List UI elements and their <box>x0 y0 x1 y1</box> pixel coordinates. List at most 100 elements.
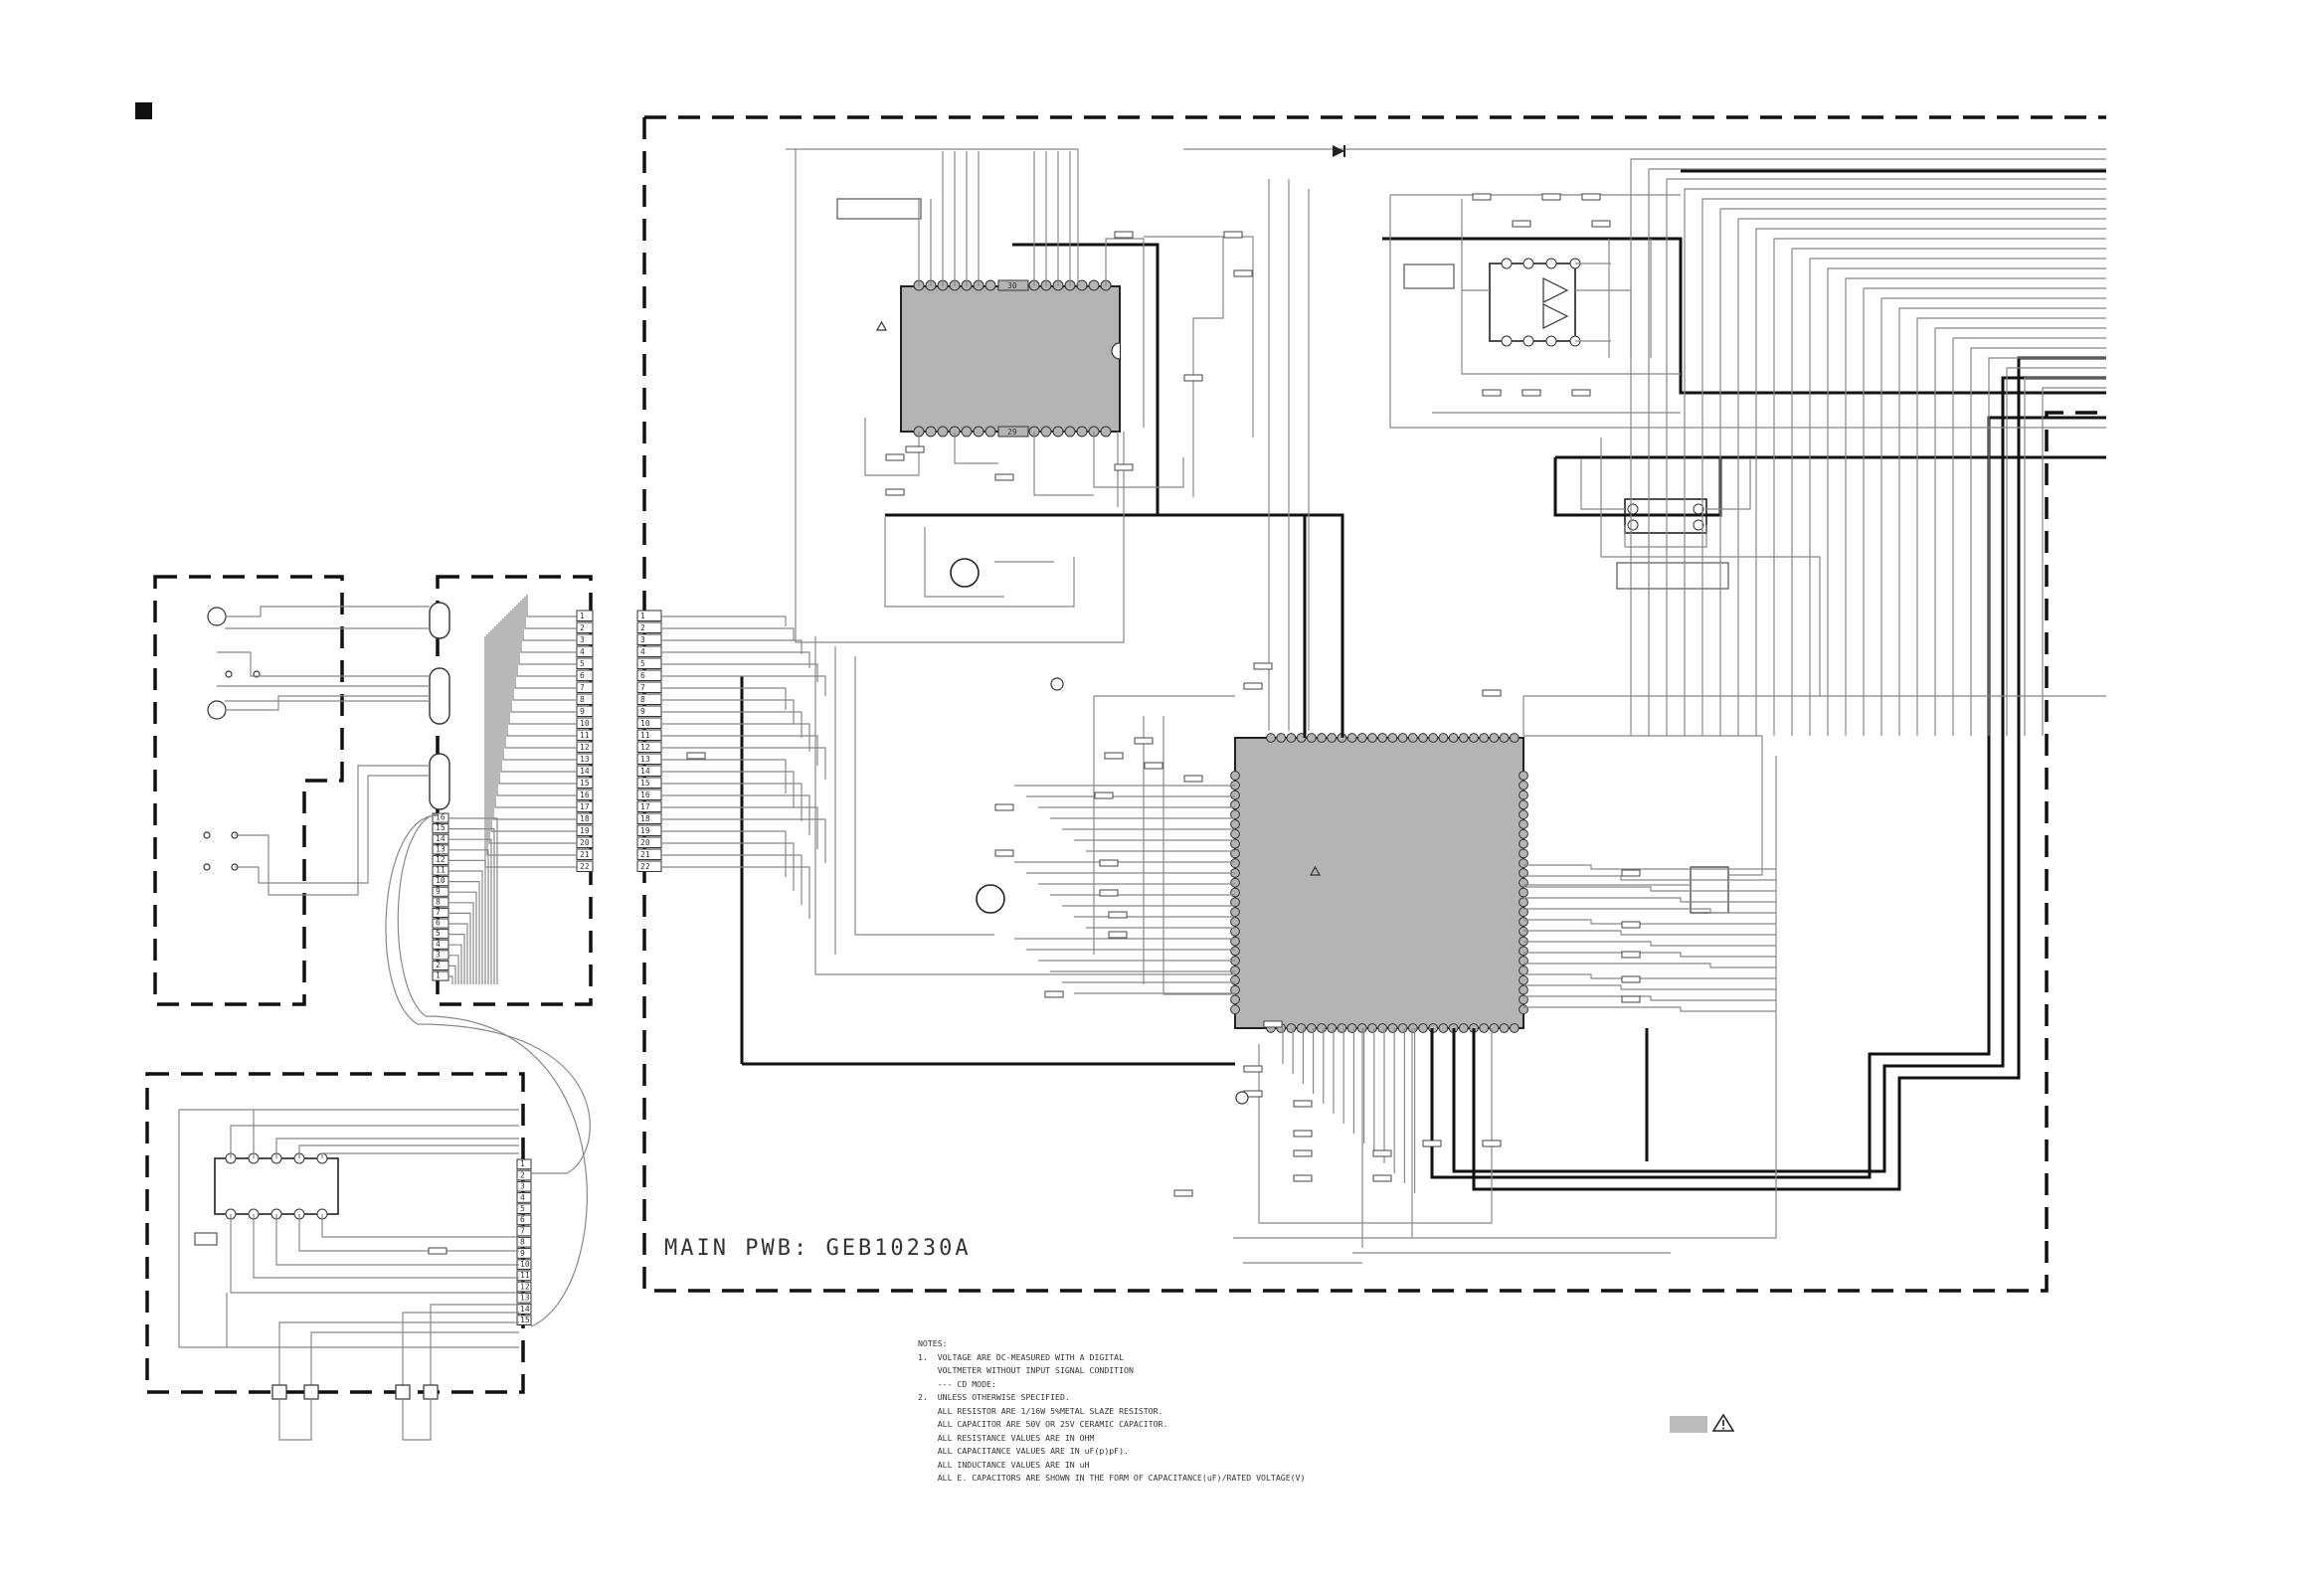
sub-board-pin: 13 <box>520 1294 530 1303</box>
header-pin: 17 <box>580 802 590 811</box>
board-title: MAIN PWB: GEB10230A <box>664 1236 972 1261</box>
header-pin: 11 <box>580 731 590 740</box>
ribbon-pin: 9 <box>436 887 441 896</box>
transistor <box>976 884 1005 914</box>
sub-board-pin: 1 <box>520 1159 525 1168</box>
ribbon-pin: 2 <box>436 961 441 969</box>
main-input-pin: 10 <box>640 719 650 728</box>
header-pin: 6 <box>580 671 585 680</box>
main-input-pin: 7 <box>640 683 645 692</box>
ribbon-pin: 4 <box>436 940 441 949</box>
ribbon-pin: 7 <box>436 908 441 917</box>
note-line: ALL RESISTANCE VALUES ARE IN OHM <box>918 1432 1095 1443</box>
transistor <box>950 558 980 588</box>
sub-board-pin: 6 <box>520 1215 525 1224</box>
header-pin: 10 <box>580 719 590 728</box>
ribbon-pin: 1 <box>436 971 441 980</box>
switch-board-components <box>203 607 261 871</box>
sub-board-pin: 8 <box>520 1238 525 1247</box>
driver-ic-pin-30: 30 <box>1007 281 1017 290</box>
note-line: ALL CAPACITOR ARE 50V OR 25V CERAMIC CAP… <box>918 1419 1168 1429</box>
lower-sub-board-boundary <box>145 1072 525 1394</box>
ribbon-pin: 10 <box>436 876 446 885</box>
sub-board-pin: 12 <box>520 1282 530 1291</box>
main-input-pin: 12 <box>640 743 650 752</box>
main-input-pin: 21 <box>640 850 650 859</box>
ribbon-pin: 14 <box>436 834 446 843</box>
note-line: --- CD MODE: <box>918 1378 996 1389</box>
sub-board-pin: 15 <box>520 1316 530 1324</box>
header-pin: 9 <box>580 707 585 716</box>
ribbon-pin: 5 <box>436 929 441 938</box>
sub-board-pin: 7 <box>520 1226 525 1235</box>
header-pin: 8 <box>580 695 585 704</box>
ribbon-pin: 13 <box>436 844 446 853</box>
main-pwb-boundary <box>642 115 2106 1293</box>
note-line: 1. VOLTAGE ARE DC-MEASURED WITH A DIGITA… <box>918 1351 1125 1362</box>
ribbon-pin: 6 <box>436 919 441 928</box>
main-input-pin: 3 <box>640 635 645 644</box>
header-pin: 12 <box>580 743 590 752</box>
sub-board-pin: 11 <box>520 1271 530 1280</box>
ribbon-pin: 12 <box>436 855 446 864</box>
main-input-pin: 18 <box>640 814 650 823</box>
main-input-pin: 17 <box>640 802 650 811</box>
main-input-pin: 6 <box>640 671 645 680</box>
main-input-pin: 16 <box>640 790 650 799</box>
caution-icon <box>1309 865 1322 876</box>
header-pin: 13 <box>580 755 590 764</box>
header-pin: 22 <box>580 862 590 871</box>
safety-part-legend-swatch <box>1670 1416 1707 1433</box>
sub-board-pin: 5 <box>520 1204 525 1213</box>
header-pin: 4 <box>580 647 585 656</box>
main-input-pin: 1 <box>640 612 645 620</box>
sub-board-pin: 4 <box>520 1193 525 1202</box>
main-input-pin: 15 <box>640 779 650 788</box>
connector-board-boundary <box>436 575 593 1006</box>
note-line: ALL INDUCTANCE VALUES ARE IN uH <box>918 1459 1090 1470</box>
driver-ic-pin-29: 29 <box>1007 428 1017 437</box>
switch-board-boundary <box>153 575 344 1006</box>
ribbon-pin: 15 <box>436 823 446 832</box>
ribbon-pin: 8 <box>436 897 441 906</box>
sub-board-pin: 10 <box>520 1260 530 1269</box>
main-input-pin: 5 <box>640 659 645 668</box>
header-pin: 18 <box>580 814 590 823</box>
sub-board-pin: 14 <box>520 1305 530 1314</box>
note-line: ALL CAPACITANCE VALUES ARE IN uF(p)pF). <box>918 1446 1129 1456</box>
main-input-pin: 9 <box>640 707 645 716</box>
section-marker <box>135 102 152 119</box>
main-input-pin: 11 <box>640 731 650 740</box>
main-input-pin: 8 <box>640 695 645 704</box>
note-line: ALL E. CAPACITORS ARE SHOWN IN THE FORM … <box>918 1473 1306 1483</box>
note-line: 2. UNLESS OTHERWISE SPECIFIED. <box>918 1392 1070 1402</box>
dsp-ic-pins <box>1230 733 1528 1033</box>
header-pin: 7 <box>580 683 585 692</box>
header-pin: 21 <box>580 850 590 859</box>
header-pin: 1 <box>580 612 585 620</box>
note-line: ALL RESISTOR ARE 1/16W 5%METAL SLAZE RES… <box>918 1405 1163 1416</box>
header-pin: 19 <box>580 826 590 835</box>
header-pin: 2 <box>580 623 585 632</box>
dsp-ic <box>1234 737 1524 1029</box>
main-input-pin: 2 <box>640 623 645 632</box>
header-pin: 20 <box>580 838 590 847</box>
sub-board-pin: 9 <box>520 1249 525 1258</box>
header-pin: 16 <box>580 790 590 799</box>
caution-icon <box>875 320 888 331</box>
ribbon-pin: 3 <box>436 950 441 959</box>
main-input-pin: 22 <box>640 862 650 871</box>
notes-block: NOTES: 1. VOLTAGE ARE DC-MEASURED WITH A … <box>918 1337 1305 1486</box>
header-pin: 5 <box>580 659 585 668</box>
opamp-ic <box>1489 263 1576 342</box>
ribbon-pin: 16 <box>436 813 446 822</box>
header-pin: 15 <box>580 779 590 788</box>
header-pin: 3 <box>580 635 585 644</box>
main-input-pin: 20 <box>640 838 650 847</box>
signal-wires <box>178 148 2106 1385</box>
note-line: NOTES: <box>918 1338 948 1348</box>
